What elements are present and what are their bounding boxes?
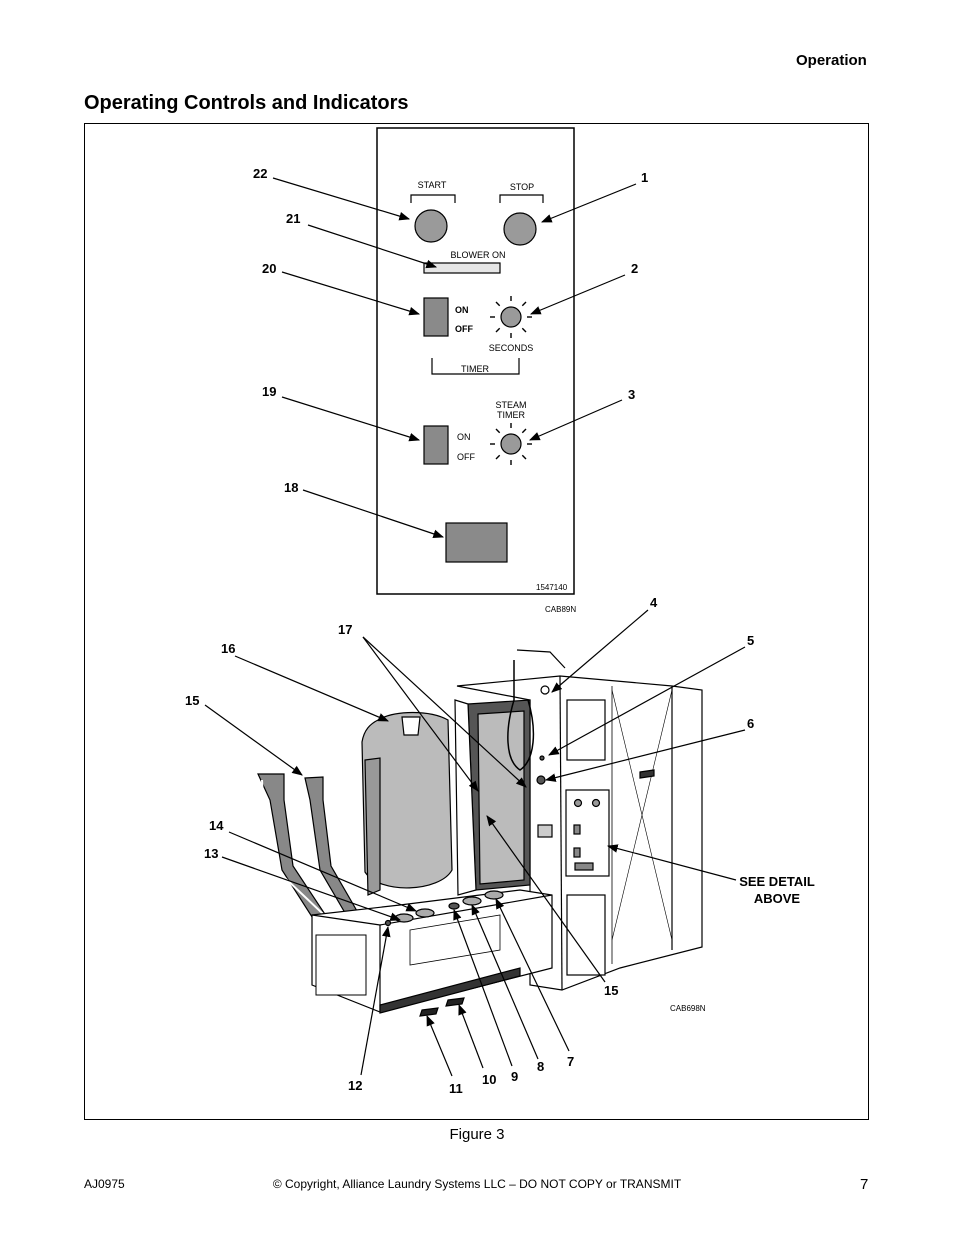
figure-caption: Figure 3 (449, 1126, 505, 1143)
callout-3: 3 (628, 387, 635, 402)
callout-14: 14 (209, 818, 224, 833)
callout-21: 21 (286, 211, 300, 226)
callout-numbers: 22 21 20 19 18 1 2 3 4 5 6 17 16 15 14 1… (185, 166, 815, 1096)
callout-7: 7 (567, 1054, 574, 1069)
machine-callout-arrows (204, 609, 746, 1077)
steam-off-label: OFF (457, 452, 475, 462)
section-header: Operation (796, 52, 867, 69)
callout-2: 2 (631, 261, 638, 276)
callout-16: 16 (221, 641, 235, 656)
callout-11: 11 (449, 1081, 463, 1096)
timer-label: TIMER (461, 364, 489, 374)
seconds-dial[interactable] (490, 296, 532, 338)
callout-8: 8 (537, 1059, 544, 1074)
steam-timer-dial[interactable] (490, 423, 532, 465)
timer-off-label: OFF (455, 324, 473, 334)
callout-18: 18 (284, 480, 298, 495)
see-detail-line-1: SEE DETAIL (739, 874, 815, 889)
ref-code-1: CAB89N (545, 605, 576, 614)
callout-13: 13 (204, 846, 218, 861)
see-detail-line-2: ABOVE (754, 891, 801, 906)
callout-5: 5 (747, 633, 754, 648)
ref-code-2: CAB698N (670, 1004, 706, 1013)
steam-switch[interactable] (423, 425, 449, 465)
hour-meter (445, 522, 508, 563)
callout-19: 19 (262, 384, 276, 399)
callout-1: 1 (641, 170, 648, 185)
steam-timer-label-1: STEAM (495, 400, 526, 410)
start-button[interactable] (414, 209, 448, 243)
stop-label: STOP (510, 182, 534, 192)
callout-10: 10 (482, 1072, 496, 1087)
steam-on-label: ON (457, 432, 471, 442)
blower-on-indicator (423, 262, 501, 274)
footer-doc-id: AJ0975 (84, 1177, 125, 1191)
steam-timer-label-2: TIMER (497, 410, 525, 420)
blower-on-label: BLOWER ON (450, 250, 505, 260)
callout-15-bottom: 15 (604, 983, 618, 998)
part-number: 1547140 (536, 583, 568, 592)
page-title: Operating Controls and Indicators (84, 92, 409, 114)
callout-20: 20 (262, 261, 276, 276)
footer-copyright: © Copyright, Alliance Laundry Systems LL… (272, 1177, 682, 1191)
figure-frame (84, 123, 869, 1120)
timer-on-label: ON (455, 305, 469, 315)
panel-callout-arrows (272, 177, 637, 539)
start-label: START (418, 180, 447, 190)
machine-illustration (257, 649, 703, 1017)
callout-22: 22 (253, 166, 267, 181)
seconds-label: SECONDS (489, 343, 534, 353)
callout-12: 12 (348, 1078, 362, 1093)
callout-9: 9 (511, 1069, 518, 1084)
callout-17: 17 (338, 622, 352, 637)
footer-page-number: 7 (860, 1176, 869, 1193)
control-panel: START STOP BLOWER ON ON OFF SECONDS TIME… (376, 127, 575, 595)
callout-4: 4 (650, 595, 658, 610)
callout-6: 6 (747, 716, 754, 731)
callout-15-top: 15 (185, 693, 199, 708)
stop-button[interactable] (503, 212, 537, 246)
timer-switch[interactable] (423, 297, 449, 337)
